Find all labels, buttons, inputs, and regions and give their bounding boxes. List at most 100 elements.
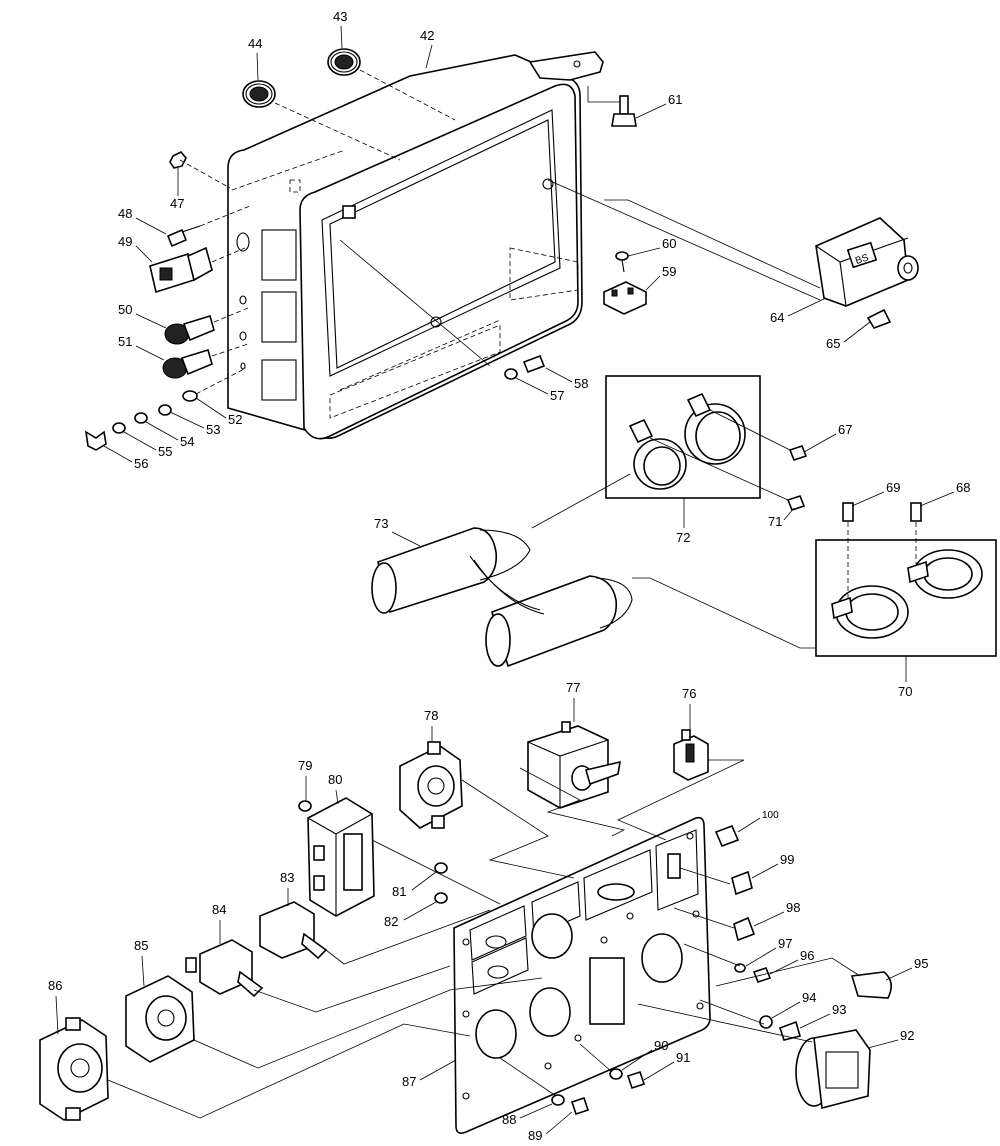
grommet-44 [242, 80, 276, 108]
screw-89 [570, 1096, 590, 1116]
callout-98: 98 [786, 900, 800, 915]
screw-65 [866, 308, 892, 329]
callout-79: 79 [298, 758, 312, 773]
switch-83 [259, 901, 328, 960]
screw-91 [626, 1070, 646, 1090]
callout-82: 82 [384, 914, 398, 929]
nut-97 [734, 963, 746, 973]
callout-43: 43 [333, 9, 347, 24]
clamp-small [628, 418, 687, 490]
callout-42: 42 [420, 28, 434, 43]
screw-61 [611, 95, 637, 127]
nut-47 [169, 151, 187, 169]
control-box-housing [227, 51, 604, 440]
screw-60 [615, 251, 629, 273]
nut-90 [609, 1068, 623, 1080]
callout-59: 59 [662, 264, 676, 279]
callout-60: 60 [662, 236, 676, 251]
callout-95: 95 [914, 956, 928, 971]
callout-100: 100 [762, 810, 779, 821]
clamp-large [684, 392, 746, 465]
screw-48 [166, 225, 201, 248]
callout-48: 48 [118, 206, 132, 221]
callout-84: 84 [212, 902, 226, 917]
wingnut-56 [84, 430, 107, 451]
outlet-78 [399, 741, 463, 829]
hourmeter-92 [795, 1029, 871, 1110]
callout-50: 50 [118, 302, 132, 317]
callout-58: 58 [574, 376, 588, 391]
callout-47: 47 [170, 196, 184, 211]
callout-90: 90 [654, 1038, 668, 1053]
callout-51: 51 [118, 334, 132, 349]
callout-55: 55 [158, 444, 172, 459]
callout-54: 54 [180, 434, 194, 449]
nut-82 [434, 892, 448, 904]
switch-84 [185, 939, 264, 998]
screw-71 [786, 495, 806, 511]
callout-53: 53 [206, 422, 220, 437]
callout-69: 69 [886, 480, 900, 495]
washer-54 [134, 412, 148, 424]
callout-80: 80 [328, 772, 342, 787]
callout-44: 44 [248, 36, 262, 51]
module-64: BS [815, 217, 919, 307]
callout-68: 68 [956, 480, 970, 495]
control-panel-87 [453, 816, 711, 1134]
callout-56: 56 [134, 456, 148, 471]
callout-67: 67 [838, 422, 852, 437]
clamp-70a [831, 585, 909, 639]
screw-98 [733, 916, 756, 942]
callout-89: 89 [528, 1128, 542, 1143]
kit-box-72 [605, 375, 761, 499]
callout-64: 64 [770, 310, 784, 325]
capacitor-upper [371, 527, 531, 614]
capacitor-lower [485, 575, 633, 668]
callout-94: 94 [802, 990, 816, 1005]
washer-52 [182, 390, 198, 402]
screw-69 [842, 502, 854, 522]
callout-99: 99 [780, 852, 794, 867]
terminal-block-59 [603, 281, 647, 315]
outlet-85 [125, 975, 195, 1063]
breaker-49 [149, 246, 213, 294]
breaker-77 [527, 721, 621, 809]
callout-labels: 42 43 44 47 48 49 50 51 52 53 54 55 56 5… [48, 9, 970, 1143]
nut-57 [504, 368, 518, 380]
nut-55 [112, 422, 126, 434]
screw-100 [714, 824, 740, 848]
nameplate-text: BS [854, 252, 870, 267]
callout-81: 81 [392, 884, 406, 899]
callout-57: 57 [550, 388, 564, 403]
callout-85: 85 [134, 938, 148, 953]
callout-49: 49 [118, 234, 132, 249]
callout-96: 96 [800, 948, 814, 963]
callout-93: 93 [832, 1002, 846, 1017]
screw-99 [731, 870, 753, 896]
callout-76: 76 [682, 686, 696, 701]
nut-94 [759, 1015, 773, 1029]
callout-87: 87 [402, 1074, 416, 1089]
nut-81 [434, 862, 448, 874]
callout-83: 83 [280, 870, 294, 885]
callout-97: 97 [778, 936, 792, 951]
callout-65: 65 [826, 336, 840, 351]
callout-71: 71 [768, 514, 782, 529]
callout-77: 77 [566, 680, 580, 695]
callout-72: 72 [676, 530, 690, 545]
terminal-51 [162, 348, 213, 379]
callout-91: 91 [676, 1050, 690, 1065]
screw-68 [910, 502, 922, 522]
screw-58 [522, 354, 546, 374]
callout-92: 92 [900, 1028, 914, 1043]
callout-70: 70 [898, 684, 912, 699]
callout-86: 86 [48, 978, 62, 993]
grommet-43 [327, 48, 361, 76]
screw-67 [788, 445, 808, 461]
callout-73: 73 [374, 516, 388, 531]
outlet-86 [39, 1017, 109, 1121]
callout-61: 61 [668, 92, 682, 107]
nut-79 [298, 800, 312, 812]
knob-95 [850, 971, 892, 999]
